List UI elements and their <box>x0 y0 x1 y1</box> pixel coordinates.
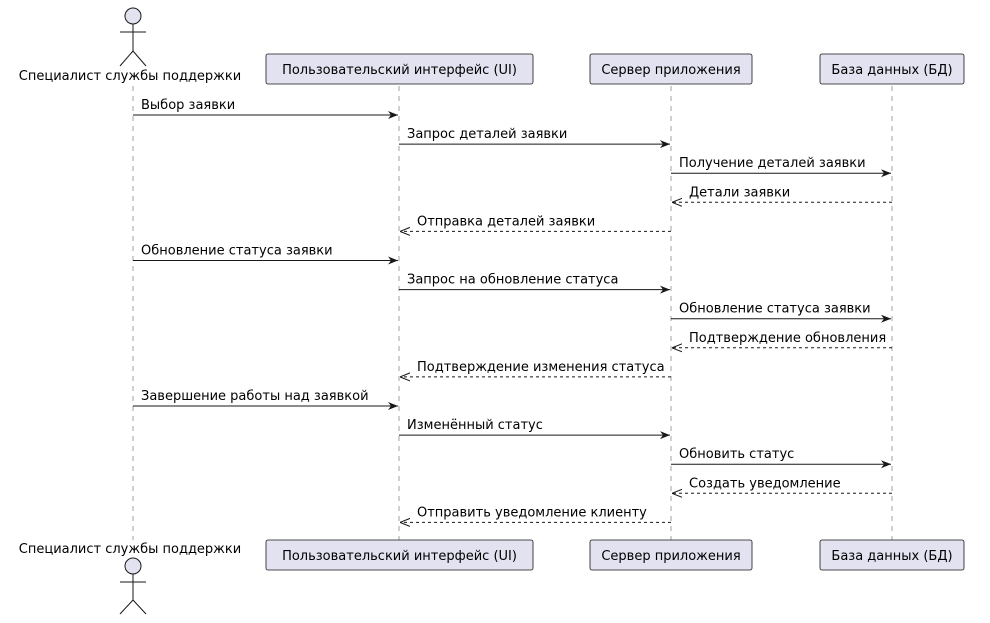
message-label: Создать уведомление <box>689 476 841 491</box>
actor-support-top: Специалист службы поддержки <box>19 7 241 84</box>
participant-db-bottom: База данных (БД) <box>819 539 965 571</box>
message-label: Обновление статуса заявки <box>141 244 333 259</box>
actor-label-support-top: Специалист службы поддержки <box>19 69 241 84</box>
participant-ui-top: Пользовательский интерфейс (UI) <box>265 53 534 85</box>
message-label: Обновить статус <box>679 447 794 462</box>
participant-label-db-top: База данных (БД) <box>831 63 952 78</box>
message-label: Запрос деталей заявки <box>407 127 567 142</box>
message-7: Запрос на обновление статуса <box>399 273 670 294</box>
message-15: Отправить уведомление клиенту <box>400 505 671 522</box>
message-label: Обновление статуса заявки <box>679 302 871 317</box>
participant-db-top: База данных (БД) <box>819 53 965 85</box>
participant-label-server-bottom: Сервер приложения <box>601 549 740 564</box>
message-label: Запрос на обновление статуса <box>407 273 618 288</box>
message-label: Изменённый статус <box>407 418 543 433</box>
message-4: Детали заявки <box>672 185 892 202</box>
participant-label-server-top: Сервер приложения <box>601 63 740 78</box>
participant-label-ui-bottom: Пользовательский интерфейс (UI) <box>282 549 517 564</box>
participant-server-bottom: Сервер приложения <box>589 539 753 571</box>
message-6: Обновление статуса заявки <box>133 244 398 265</box>
message-13: Обновить статус <box>671 447 891 469</box>
actor-support-bottom: Специалист службы поддержки <box>19 542 241 615</box>
message-3: Получение деталей заявки <box>671 156 891 178</box>
message-8: Обновление статуса заявки <box>671 302 891 323</box>
actor-head-icon <box>124 7 142 25</box>
message-1: Выбор заявки <box>133 98 398 119</box>
message-10: Подтверждение изменения статуса <box>400 360 671 377</box>
message-9: Подтверждение обновления <box>672 331 892 348</box>
participant-ui-bottom: Пользовательский интерфейс (UI) <box>265 539 534 571</box>
participant-label-db-bottom: База данных (БД) <box>831 549 952 564</box>
actor-label-support-bottom: Специалист службы поддержки <box>19 542 241 557</box>
message-label: Отправка деталей заявки <box>417 214 595 229</box>
message-label: Получение деталей заявки <box>679 156 866 171</box>
message-label: Подтверждение обновления <box>689 331 886 346</box>
message-5: Отправка деталей заявки <box>400 214 671 231</box>
actor-head-icon <box>124 557 142 575</box>
message-label: Детали заявки <box>689 185 790 200</box>
message-label: Отправить уведомление клиенту <box>417 505 647 520</box>
message-2: Запрос деталей заявки <box>399 127 670 149</box>
message-label: Завершение работы над заявкой <box>141 389 369 404</box>
participant-label-ui-top: Пользовательский интерфейс (UI) <box>282 63 517 78</box>
message-12: Изменённый статус <box>399 418 670 440</box>
message-label: Подтверждение изменения статуса <box>417 360 665 375</box>
message-label: Выбор заявки <box>141 98 235 113</box>
message-11: Завершение работы над заявкой <box>133 389 398 410</box>
participant-server-top: Сервер приложения <box>589 53 753 85</box>
message-14: Создать уведомление <box>672 476 892 493</box>
